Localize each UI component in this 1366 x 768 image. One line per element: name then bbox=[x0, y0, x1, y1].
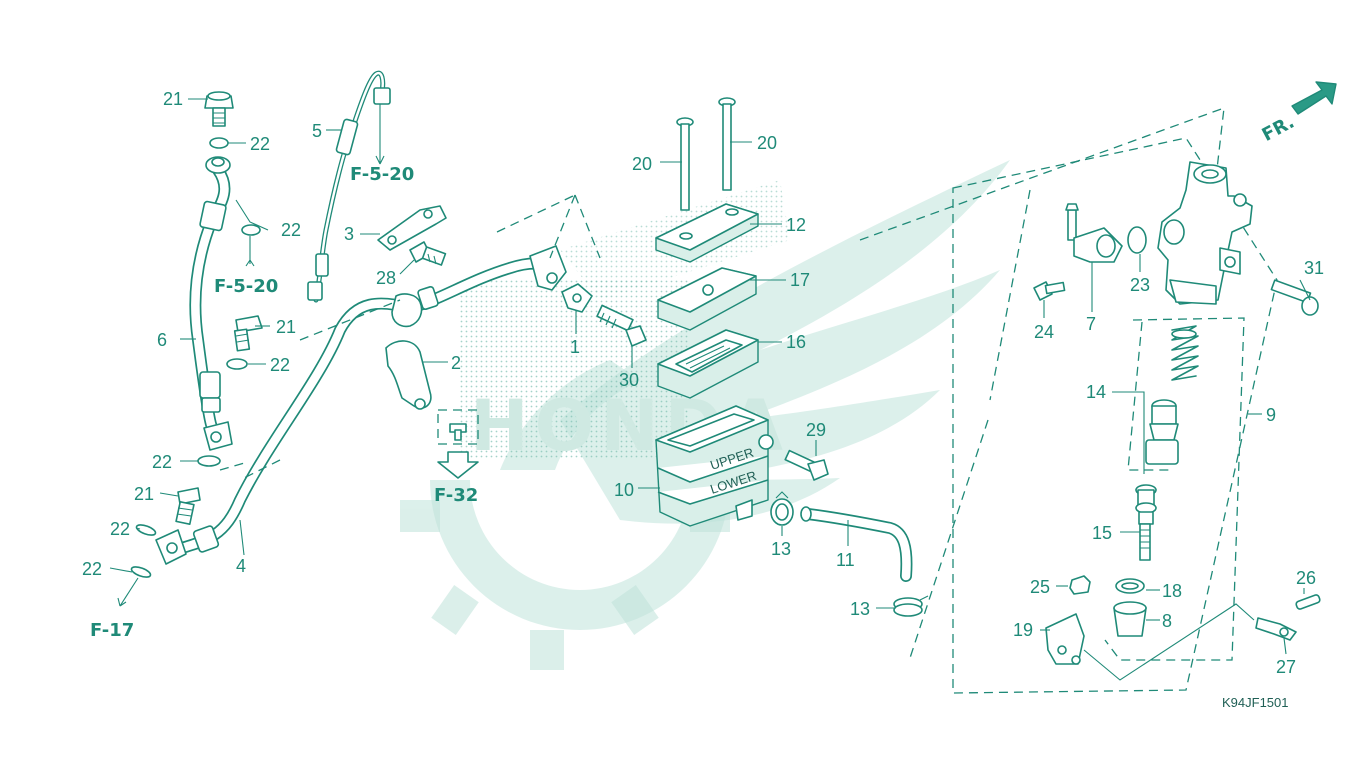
callout-22f: 22 bbox=[82, 559, 102, 579]
nut-25 bbox=[1069, 575, 1091, 595]
ref-f-32: F-32 bbox=[434, 485, 478, 506]
front-arrow-icon bbox=[1291, 81, 1337, 115]
hose-clip-13a bbox=[770, 491, 794, 526]
screw-20a bbox=[676, 117, 694, 211]
callout-labels: 21 22 22 F-5-20 21 22 6 22 21 22 22 F-17… bbox=[82, 89, 1324, 677]
screw-29 bbox=[784, 449, 829, 481]
master-cylinder-body bbox=[1157, 161, 1253, 305]
callout-27: 27 bbox=[1276, 657, 1296, 677]
banjo-bolt-21a bbox=[204, 91, 234, 127]
front-label: FR. bbox=[1259, 112, 1298, 146]
ref-f-17: F-17 bbox=[90, 620, 134, 641]
banjo-bolt-21b bbox=[233, 315, 263, 352]
sealing-washer-22d bbox=[197, 455, 221, 467]
bracket-3 bbox=[377, 205, 447, 251]
sealing-washer-22a bbox=[209, 137, 229, 149]
callout-21b: 21 bbox=[276, 317, 296, 337]
callout-24: 24 bbox=[1034, 322, 1054, 342]
brake-hose-6 bbox=[189, 156, 233, 451]
callout-14: 14 bbox=[1086, 382, 1106, 402]
clamp-1 bbox=[561, 283, 593, 313]
callout-22d: 22 bbox=[152, 452, 172, 472]
callout-19: 19 bbox=[1013, 620, 1033, 640]
callout-6: 6 bbox=[157, 330, 167, 350]
brake-hose-4 bbox=[155, 245, 567, 565]
sealing-washer-22f bbox=[130, 566, 152, 578]
joint-19 bbox=[1045, 613, 1085, 665]
callout-22b: 22 bbox=[281, 220, 301, 240]
callout-25: 25 bbox=[1030, 577, 1050, 597]
callout-31: 31 bbox=[1304, 258, 1324, 278]
callout-29: 29 bbox=[806, 420, 826, 440]
callout-9: 9 bbox=[1266, 405, 1276, 425]
screw-20b bbox=[718, 97, 736, 191]
boot-8 bbox=[1113, 601, 1147, 637]
callout-16: 16 bbox=[786, 332, 806, 352]
bolt-30 bbox=[596, 304, 647, 347]
bolt-31 bbox=[1270, 279, 1319, 316]
ref-f-5-20-a: F-5-20 bbox=[214, 276, 278, 297]
callout-22c: 22 bbox=[270, 355, 290, 375]
cotter-pin-27 bbox=[1255, 617, 1297, 641]
callout-17: 17 bbox=[790, 270, 810, 290]
reservoir-hose-11 bbox=[800, 506, 913, 582]
reservoir-cap-12 bbox=[655, 203, 759, 263]
push-rod-15 bbox=[1135, 484, 1157, 561]
joint-7 bbox=[1065, 203, 1123, 263]
callout-1: 1 bbox=[570, 337, 580, 357]
callout-3: 3 bbox=[344, 224, 354, 244]
ref-arrow-f32-icon bbox=[437, 451, 479, 479]
banjo-bolt-21c bbox=[175, 487, 201, 526]
diaphragm-16 bbox=[657, 329, 759, 399]
callout-8: 8 bbox=[1162, 611, 1172, 631]
diagram-code: K94JF1501 bbox=[1222, 695, 1289, 710]
callout-7: 7 bbox=[1086, 314, 1096, 334]
callout-22a: 22 bbox=[250, 134, 270, 154]
leader-lines bbox=[109, 98, 1311, 655]
callout-21c: 21 bbox=[134, 484, 154, 504]
sealing-washer-22c bbox=[226, 358, 248, 370]
o-ring-23 bbox=[1127, 226, 1147, 254]
piston-14 bbox=[1145, 399, 1179, 465]
callout-26: 26 bbox=[1296, 568, 1316, 588]
clamp-2 bbox=[385, 340, 432, 410]
callout-13a: 13 bbox=[771, 539, 791, 559]
callout-20a: 20 bbox=[632, 154, 652, 174]
bolt-28 bbox=[409, 241, 447, 266]
callout-10: 10 bbox=[614, 480, 634, 500]
callout-18: 18 bbox=[1162, 581, 1182, 601]
callout-13b: 13 bbox=[850, 599, 870, 619]
callout-12: 12 bbox=[786, 215, 806, 235]
sealing-washer-22e bbox=[135, 524, 157, 536]
callout-2: 2 bbox=[451, 353, 461, 373]
callout-22e: 22 bbox=[110, 519, 130, 539]
diaphragm-plate-17 bbox=[657, 267, 757, 331]
screw-f32 bbox=[437, 409, 479, 445]
brake-pipe-5 bbox=[307, 70, 391, 303]
callout-23: 23 bbox=[1130, 275, 1150, 295]
hose-clip-13b bbox=[893, 595, 929, 617]
boot-18 bbox=[1115, 578, 1145, 594]
callout-11: 11 bbox=[836, 550, 855, 570]
screw-24 bbox=[1033, 281, 1066, 301]
callout-20b: 20 bbox=[757, 133, 777, 153]
reservoir-10: UPPER LOWER bbox=[655, 405, 774, 527]
callout-15: 15 bbox=[1092, 523, 1112, 543]
pin-26 bbox=[1295, 594, 1321, 610]
front-direction-indicator: FR. bbox=[1259, 81, 1337, 146]
callout-5: 5 bbox=[312, 121, 322, 141]
callout-4: 4 bbox=[236, 556, 246, 576]
sealing-washer-22b bbox=[241, 224, 261, 236]
callout-28: 28 bbox=[376, 268, 396, 288]
ref-f-5-20-b: F-5-20 bbox=[350, 164, 414, 185]
spring-14 bbox=[1171, 325, 1199, 381]
callout-21a: 21 bbox=[163, 89, 183, 109]
callout-30: 30 bbox=[619, 370, 639, 390]
